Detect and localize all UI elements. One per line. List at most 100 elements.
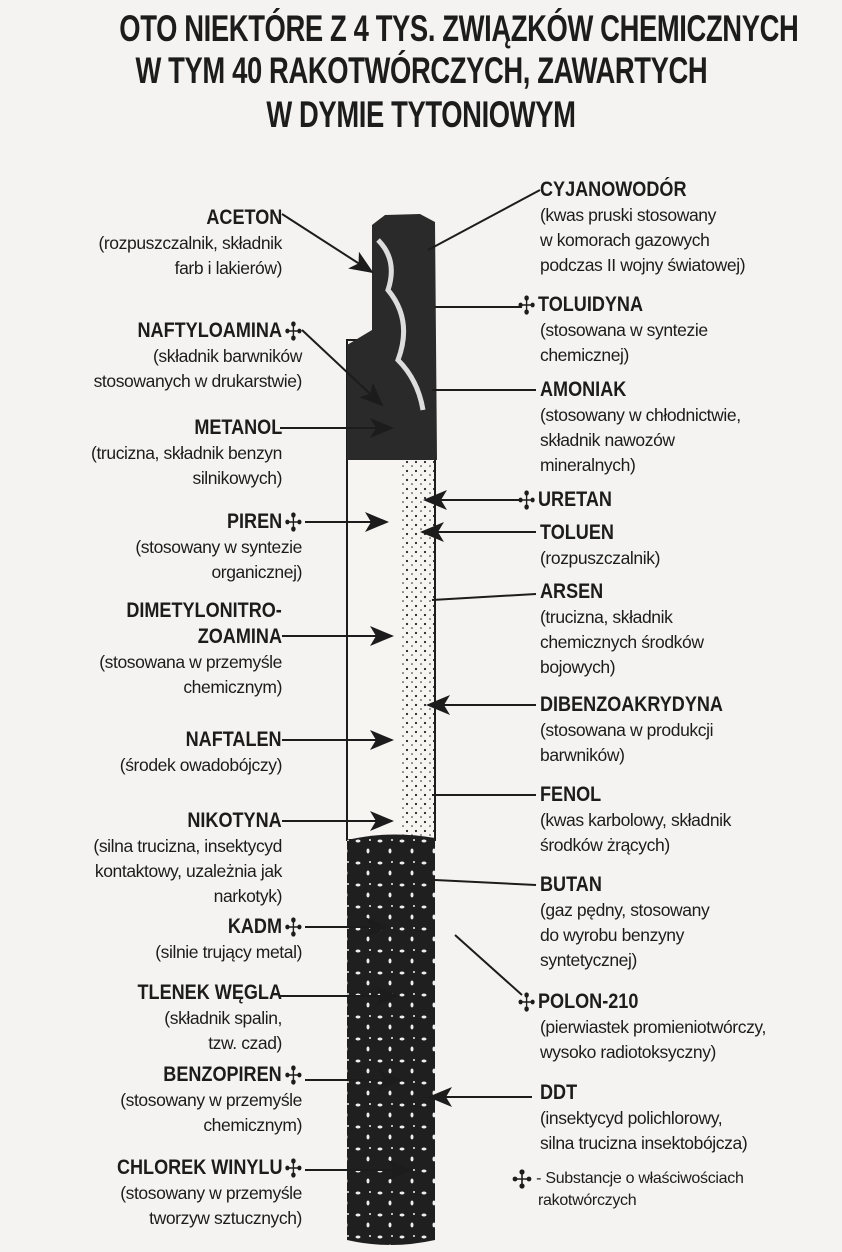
compound-name: TLENEK WĘGLA [137, 981, 282, 1004]
compound-description: (stosowany w przemyśle [120, 1090, 302, 1110]
compound-name: NIKOTYNA [187, 809, 282, 832]
right-compound-toluidyna: TOLUIDYNA(stosowana w syntezie chemicznej… [518, 292, 708, 368]
compound-description: narkotyk) [213, 886, 283, 906]
compound-description: (stosowany w chłodnictwie, [540, 405, 741, 425]
compound-description: silnikowych) [192, 468, 282, 488]
right-compound-polon-210: POLON-210(pierwiastek promieniotwórczy, w… [518, 989, 766, 1065]
compound-name: KADM [155, 914, 302, 940]
compound-description: (kwas pruski stosowany [540, 205, 716, 225]
compound-name: CYJANOWODÓR [540, 178, 687, 201]
compound-description: środków żrących) [540, 835, 670, 855]
pointer-line [431, 593, 537, 601]
compound-name: TOLUEN [540, 521, 614, 544]
compound-description: do wyrobu benzyny [540, 925, 684, 945]
right-compound-ddt: DDT(insektycyd polichlorowy,silna truciz… [540, 1080, 748, 1156]
compound-description: (trucizna, składnik benzyn [91, 443, 282, 463]
carcinogen-symbol-icon [285, 917, 302, 938]
left-compound-nikotyna: NIKOTYNA (silna trucizna, insektycyd konta… [93, 808, 282, 909]
compound-name: POLON-210 [518, 989, 766, 1015]
compound-description: wysoko radiotoksyczny) [540, 1042, 716, 1062]
compound-name: DIMETYLONITRO- [126, 599, 282, 622]
left-compound-aceton: ACETON (rozpuszczalnik, składnik farb i la… [98, 205, 282, 281]
compound-description: (składnik barwników [153, 346, 302, 366]
pointer-arrow [301, 329, 384, 407]
left-compound-naftalen: NAFTALEN (środek owadobójczy) [119, 727, 283, 778]
compound-description: stosowanych w drukarstwie) [93, 371, 303, 391]
compound-name: BENZOPIREN [120, 1062, 302, 1088]
left-compound-dimetylonitro-zoamina: DIMETYLONITRO- ZOAMINA (stosowana w przemy… [99, 598, 282, 700]
compound-description: podczas II wojny światowej) [540, 255, 746, 275]
compound-name: FENOL [540, 783, 602, 806]
compound-description: tworzyw sztucznych) [149, 1208, 302, 1228]
compound-name: TOLUIDYNA [518, 292, 708, 318]
title-line-2: W TYM 40 RAKOTWÓRCZYCH, ZAWARTYCH [135, 50, 707, 91]
compound-description: tzw. czad) [208, 1033, 282, 1053]
compound-name: PIREN [135, 509, 302, 535]
compound-description: chemicznym) [203, 1115, 302, 1135]
left-compound-benzopiren: BENZOPIREN(stosowany w przemyśle chemiczn… [120, 1062, 302, 1138]
compound-name: ARSEN [540, 580, 604, 603]
compound-description: (rozpuszczalnik) [540, 548, 661, 568]
left-compound-naftyloamina: NAFTYLOAMINA(składnik barwników stosowany… [93, 318, 303, 394]
right-compound-toluen: TOLUEN (rozpuszczalnik) [540, 520, 660, 571]
compound-description: chemicznej) [540, 345, 629, 365]
compound-name: BUTAN [540, 873, 602, 896]
compound-description: syntetycznej) [540, 950, 637, 970]
pointer-line [434, 879, 537, 886]
right-compound-amoniak: AMONIAK (stosowany w chłodnictwie, składni… [540, 377, 741, 478]
left-compound-kadm: KADM(silnie trujący metal) [155, 914, 302, 965]
compound-description: (stosowana w syntezie [540, 320, 708, 340]
right-compound-uretan: URETAN [518, 487, 624, 513]
compound-description: (pierwiastek promieniotwórczy, [540, 1017, 766, 1037]
carcinogen-symbol-icon [518, 490, 535, 511]
compound-description: składnik nawozów [540, 430, 675, 450]
pointer-arrow [281, 213, 374, 274]
carcinogen-symbol-icon [285, 1158, 302, 1179]
compound-description: (silna trucizna, insektycyd [93, 836, 282, 856]
compound-description: (gaz pędny, stosowany [540, 900, 710, 920]
right-compound-butan: BUTAN (gaz pędny, stosowany do wyrobu benz… [540, 872, 710, 973]
compound-description: chemicznym) [183, 677, 282, 697]
left-compound-chlorek-winylu: CHLOREK WINYLU(stosowany w przemyśle twor… [90, 1155, 303, 1231]
filter [347, 834, 435, 1245]
compound-description: kontaktowy, uzależnia jak [94, 861, 283, 881]
compound-name: ACETON [206, 206, 282, 229]
carcinogen-symbol-icon [512, 1169, 532, 1189]
carcinogen-symbol-icon [518, 992, 535, 1013]
compound-description: farb i lakierów) [174, 258, 283, 278]
compound-name: METANOL [194, 416, 282, 439]
compound-description: mineralnych) [540, 455, 636, 475]
left-compound-tlenek-węgla: TLENEK WĘGLA (składnik spalin, tzw. czad) [114, 980, 283, 1056]
ash-tip [347, 214, 437, 460]
compound-description: (składnik spalin, [164, 1008, 282, 1028]
title-line-3: W DYMIE TYTONIOWYM [266, 94, 576, 135]
compound-name: NAFTYLOAMINA [94, 318, 302, 344]
compound-description: silna trucizna insektobójcza) [540, 1133, 748, 1153]
carcinogen-symbol-icon [518, 295, 535, 316]
compound-description: (trucizna, składnik [540, 607, 673, 627]
compound-name: CHLOREK WINYLU [90, 1155, 303, 1181]
compound-name: AMONIAK [540, 378, 627, 401]
compound-name: ZOAMINA [197, 625, 282, 648]
compound-description: (stosowana w przemyśle [99, 652, 282, 672]
compound-description: (rozpuszczalnik, składnik [98, 233, 282, 253]
carcinogen-symbol-icon [285, 512, 302, 533]
compound-description: w komorach gazowych [540, 230, 710, 250]
pointer-lines [280, 189, 541, 1180]
left-compound-metanol: METANOL (trucizna, składnik benzyn silniko… [91, 415, 282, 491]
carcinogen-symbol-icon [285, 321, 302, 342]
compound-description: (środek owadobójczy) [119, 755, 283, 775]
compound-description: (stosowana w produkcji [540, 720, 714, 740]
compound-name: URETAN [518, 487, 624, 513]
compound-description: bojowych) [540, 657, 616, 677]
compound-description: (stosowany w przemyśle [120, 1183, 302, 1203]
compound-name: NAFTALEN [186, 728, 282, 751]
legend: - Substancje o właściwościach rakotwórcz… [512, 1168, 744, 1212]
carcinogen-symbol-icon [285, 1065, 302, 1086]
title-line-1: OTO NIEKTÓRE Z 4 TYS. ZWIĄZKÓW CHEMICZNY… [119, 8, 799, 49]
